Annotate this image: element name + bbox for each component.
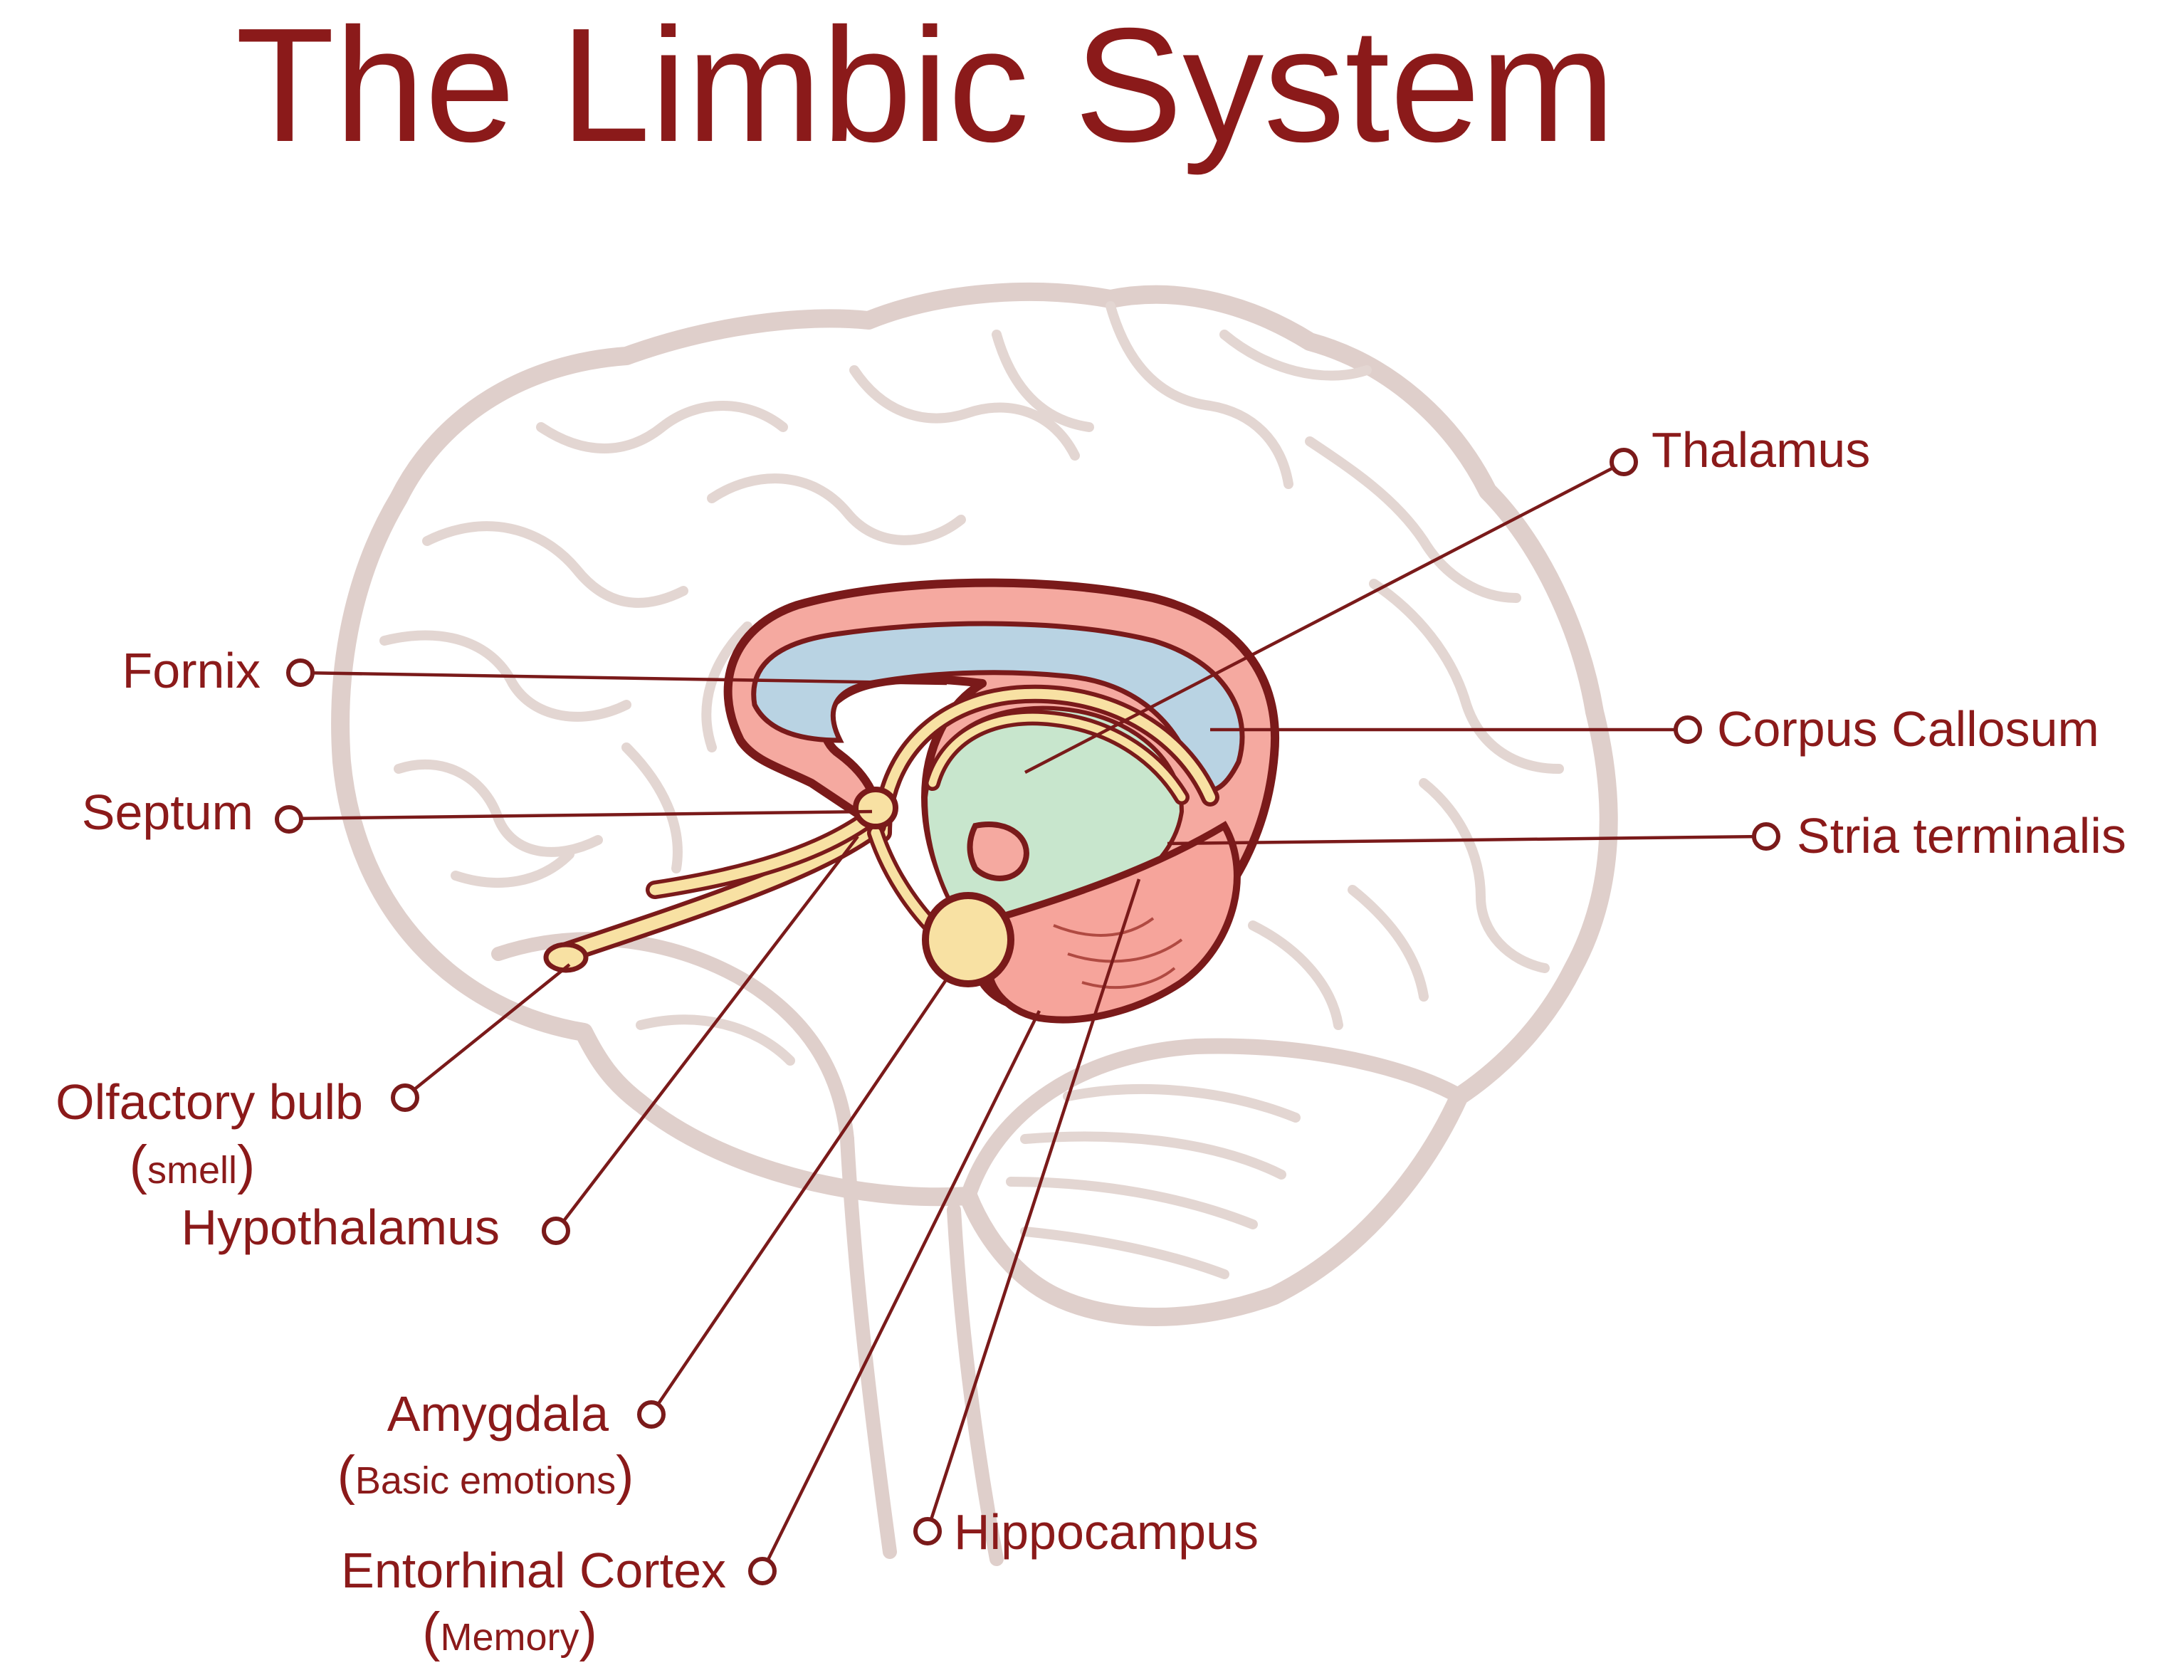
label-olfactory-bulb: Olfactory bulb: [56, 1074, 363, 1130]
leader-olfactory-bulb: [404, 963, 571, 1098]
paren-open: (: [130, 1135, 147, 1195]
paren-open: (: [337, 1445, 355, 1506]
label-amygdala: Amygdala: [387, 1386, 609, 1442]
page-title: The Limbic System: [236, 0, 1616, 176]
dot-corpus-callosum: [1674, 715, 1702, 744]
fornix-arch-outer-fill: [878, 688, 1215, 838]
label-entorhinal-cortex: Entorhinal Cortex: [341, 1543, 726, 1598]
cerebellum-outline: [960, 1038, 1467, 1204]
leader-thalamus: [1024, 461, 1624, 774]
fornix-arch-inner-fill: [928, 713, 1186, 802]
cerebrum-outline: [331, 283, 1618, 1326]
dot-stria-terminalis: [1752, 822, 1780, 851]
temporal-lobe-line: [491, 932, 854, 1146]
label-olfactory-bulb-note: smell: [147, 1149, 237, 1192]
label-entorhinal-cortex-note-group: (Memory): [422, 1602, 597, 1662]
limbic-structures: [543, 578, 1279, 1024]
leader-entorhinal-cortex: [761, 1010, 1041, 1570]
leader-stria-terminalis: [1167, 834, 1766, 846]
dot-amygdala: [637, 1400, 666, 1429]
label-amygdala-note-group: (Basic emotions): [337, 1445, 634, 1506]
olfactory-tract: [556, 819, 882, 960]
label-entorhinal-cortex-note: Memory: [440, 1616, 579, 1659]
label-corpus-callosum: Corpus Callosum: [1717, 701, 2099, 757]
dot-entorhinal-cortex: [748, 1557, 777, 1585]
dot-thalamus: [1610, 448, 1638, 476]
brain-outline: [331, 283, 1618, 1566]
dot-septum: [275, 805, 303, 834]
leader-septum: [288, 809, 873, 821]
olfactory-bulb-shape: [543, 942, 589, 973]
leader-hippocampus: [925, 878, 1141, 1531]
paren-close: ): [237, 1135, 255, 1195]
amygdala-shape: [922, 892, 1014, 987]
label-hypothalamus: Hypothalamus: [182, 1199, 500, 1255]
dot-fornix: [286, 658, 315, 687]
paren-open: (: [422, 1602, 440, 1662]
entorhinal-folds: [1053, 917, 1183, 989]
label-olfactory-bulb-note-group: (smell): [130, 1135, 256, 1195]
entorhinal-cortex-shape: [985, 821, 1241, 1024]
dot-hippocampus: [913, 1517, 942, 1545]
leader-fornix: [300, 671, 947, 686]
leader-lines: [275, 448, 1780, 1585]
stria-olfactory: [649, 813, 874, 896]
dot-hypothalamus: [542, 1217, 570, 1245]
leader-hypothalamus: [555, 835, 859, 1232]
leader-amygdala: [651, 977, 948, 1414]
dot-olfactory-bulb: [391, 1083, 419, 1112]
label-thalamus: Thalamus: [1652, 422, 1870, 478]
label-hippocampus: Hippocampus: [954, 1504, 1259, 1560]
mammillary-hook: [967, 821, 1029, 881]
label-amygdala-note: Basic emotions: [355, 1459, 616, 1502]
septum-shape: [853, 787, 898, 829]
label-fornix: Fornix: [122, 643, 261, 698]
paren-close: ): [579, 1602, 597, 1662]
label-septum: Septum: [82, 784, 253, 840]
labels: Thalamus Fornix Corpus Callosum Septum S…: [56, 422, 2126, 1662]
label-stria-terminalis: Stria terminalis: [1797, 808, 2126, 863]
brainstem-outline: [840, 1132, 1004, 1566]
brain-gyri: [379, 301, 1564, 1279]
paren-close: ): [616, 1445, 634, 1506]
